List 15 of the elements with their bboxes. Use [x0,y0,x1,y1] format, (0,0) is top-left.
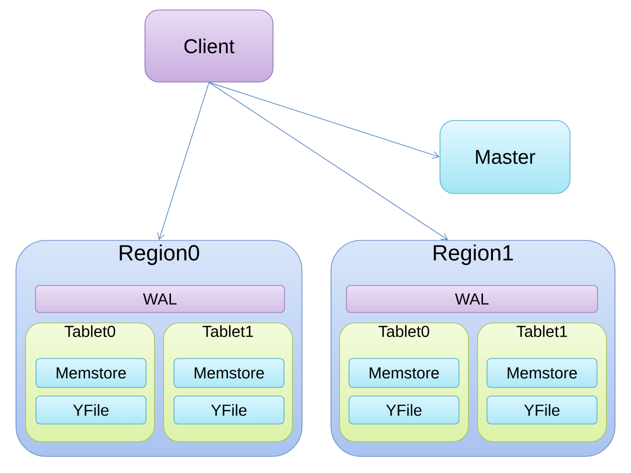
arrow [208,82,440,159]
store-box: Memstore [36,358,146,388]
arrow [157,82,210,240]
arrow [208,82,448,240]
master-box: Master [440,120,570,194]
store-box: Memstore [486,358,598,388]
store-box: YFile [174,396,284,424]
store-box: YFile [486,396,598,424]
wal-bar: WAL [346,285,598,313]
store-box: YFile [36,396,146,424]
client-box: Client [144,10,274,82]
store-box: Memstore [348,358,460,388]
store-box: Memstore [174,358,284,388]
wal-bar: WAL [35,285,285,313]
store-box: YFile [348,396,460,424]
